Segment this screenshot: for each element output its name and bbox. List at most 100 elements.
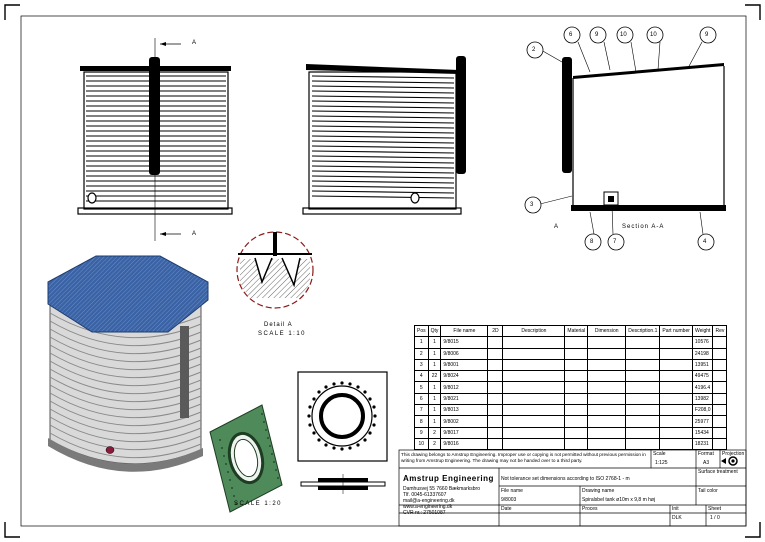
bom-cell xyxy=(712,347,728,360)
bom-cell xyxy=(712,370,728,383)
bom-cell: 9/8012 xyxy=(440,381,489,394)
bom-cell xyxy=(487,426,504,439)
bom-cell: 1 xyxy=(427,415,442,428)
bom-cell xyxy=(564,426,589,439)
bom-cell: 9/8016 xyxy=(440,437,489,451)
bom-header: Description.1 xyxy=(625,324,661,338)
bom-cell: 18231 xyxy=(691,437,714,451)
bom-cell: 1 xyxy=(427,381,442,394)
bom-cell: F208,0 xyxy=(691,404,714,417)
bom-cell: 5 xyxy=(414,381,429,394)
process-label: Proces xyxy=(582,506,598,512)
bom-cell xyxy=(564,437,589,451)
bom-cell xyxy=(625,404,661,417)
company-phone: Tlf. 0045-61337607 xyxy=(403,492,447,498)
bom-cell: 1 xyxy=(427,358,442,372)
section-label: Section A-A xyxy=(622,224,665,230)
bom-cell xyxy=(712,404,728,417)
bom-cell xyxy=(625,336,661,349)
bom-cell xyxy=(502,381,566,394)
balloon-4 xyxy=(697,233,715,251)
sheet-value: 1 / 0 xyxy=(710,515,720,521)
section-a-a-view xyxy=(539,41,726,235)
bom-cell xyxy=(625,426,661,439)
balloon-label: 10 xyxy=(650,32,657,38)
bom-cell xyxy=(659,358,693,372)
balloon-label: 9 xyxy=(595,32,599,38)
flange-scale: SCALE 1:20 xyxy=(234,501,283,507)
balloon-9b xyxy=(699,26,717,44)
bom-cell xyxy=(564,381,589,394)
bom-cell xyxy=(564,358,589,372)
balloon-10 xyxy=(616,26,634,44)
balloon-label: 8 xyxy=(590,239,594,245)
bom-cell xyxy=(659,381,693,394)
bom-cell: 2 xyxy=(427,437,442,451)
company-address: Damhusvej 55 7660 Bækmarksbro xyxy=(403,486,480,492)
bom-cell: 9/8024 xyxy=(440,370,489,383)
bom-cell xyxy=(487,381,504,394)
bom-cell xyxy=(564,347,589,360)
bom-cell: 24198 xyxy=(691,347,714,360)
bom-cell: 2 xyxy=(427,426,442,439)
bom-cell: 3 xyxy=(414,358,429,372)
bom-cell xyxy=(564,370,589,383)
bom-cell xyxy=(564,404,589,417)
format-label: Format xyxy=(698,451,714,457)
bom-cell: 9/8017 xyxy=(440,426,489,439)
bom-cell xyxy=(502,336,566,349)
projection-symbol xyxy=(721,456,738,466)
filename-label: File name xyxy=(501,488,523,494)
scale-label: Scale xyxy=(653,451,666,457)
bom-cell xyxy=(625,358,661,372)
balloon-9 xyxy=(589,26,607,44)
bom-cell: 15434 xyxy=(691,426,714,439)
bom-cell: 9/8021 xyxy=(440,392,489,406)
bom-cell xyxy=(659,415,693,428)
bom-cell xyxy=(712,426,728,439)
bom-cell xyxy=(587,336,627,349)
tolerance-note: Not tolerance set dimensions according t… xyxy=(501,476,630,482)
bom-header: Material xyxy=(564,324,589,338)
bom-cell: 4196.4 xyxy=(691,381,714,394)
scale-value: 1:125 xyxy=(655,460,668,466)
balloon-label: 2 xyxy=(532,47,536,53)
bom-cell xyxy=(712,336,728,349)
balloon-label: 4 xyxy=(703,239,707,245)
bom-cell xyxy=(487,358,504,372)
bom-cell: 9/8006 xyxy=(440,347,489,360)
bom-cell: 9/8002 xyxy=(440,415,489,428)
bom-cell xyxy=(625,415,661,428)
bom-cell xyxy=(712,415,728,428)
bom-cell xyxy=(712,381,728,394)
company-name: Amstrup Engineering xyxy=(403,474,494,483)
bom-cell: 9 xyxy=(414,426,429,439)
color-label: Tail color xyxy=(698,488,718,494)
bom-cell xyxy=(587,370,627,383)
company-web: www.a-engineering.dk xyxy=(403,504,453,510)
bom-cell xyxy=(487,404,504,417)
bom-cell: 7 xyxy=(414,404,429,417)
bill-of-materials: Pos Qty File name 2D Description Materia… xyxy=(414,324,728,451)
bom-cell: 22 xyxy=(427,370,442,383)
balloon-label: 10 xyxy=(620,32,627,38)
bom-cell xyxy=(502,404,566,417)
sheet-border xyxy=(20,15,747,527)
bom-cell xyxy=(587,347,627,360)
ownership-notice: This drawing belongs to Amstrup Engineer… xyxy=(401,452,646,463)
bom-cell xyxy=(587,415,627,428)
balloon-6 xyxy=(563,26,581,44)
bom-cell xyxy=(487,415,504,428)
bom-cell xyxy=(564,392,589,406)
bom-cell xyxy=(502,415,566,428)
bom-cell xyxy=(659,370,693,383)
bom-cell xyxy=(502,370,566,383)
bom-cell xyxy=(587,426,627,439)
company-cvr: CVR nr.: 27501087 xyxy=(403,510,446,516)
bom-cell: 13982 xyxy=(691,392,714,406)
